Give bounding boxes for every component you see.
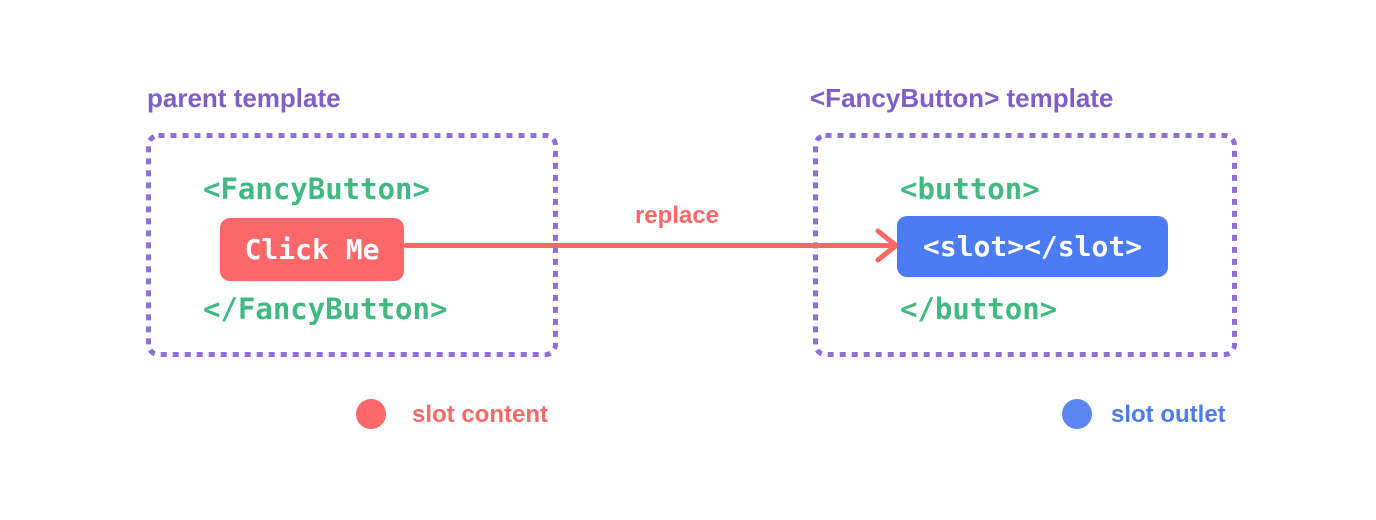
- fancy-open-tag-code: <button>: [900, 172, 1040, 206]
- parent-open-tag-code: <FancyButton>: [203, 172, 430, 206]
- parent-template-box-border: [146, 133, 558, 357]
- replace-arrow: [403, 228, 899, 263]
- slot-content-legend-label: slot content: [412, 401, 548, 428]
- fancy-close-tag-code: </button>: [900, 292, 1058, 326]
- replace-arrow-label: replace: [634, 202, 720, 229]
- slot-content-legend-dot: [356, 399, 386, 429]
- slot-outlet-chip: <slot></slot>: [897, 216, 1168, 277]
- slot-outlet-legend-label: slot outlet: [1111, 401, 1226, 428]
- parent-template-title: parent template: [147, 83, 341, 113]
- slot-outlet-legend-dot: [1062, 399, 1092, 429]
- slot-content-chip: Click Me: [220, 218, 404, 281]
- fancybutton-template-title: <FancyButton> template: [810, 83, 1114, 113]
- parent-close-tag-code: </FancyButton>: [203, 292, 448, 326]
